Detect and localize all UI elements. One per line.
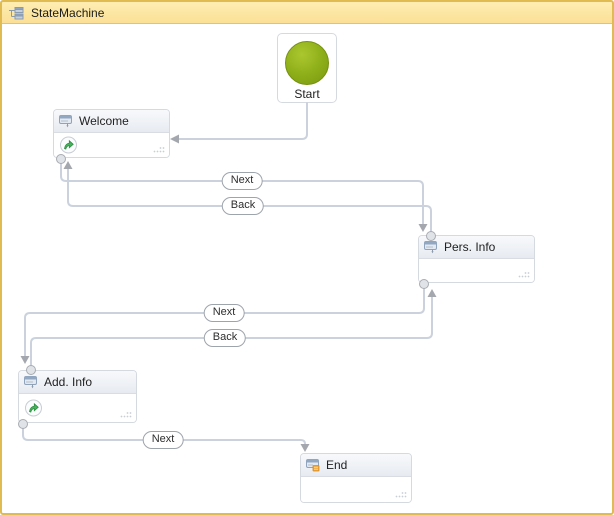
state-welcome[interactable]: Welcome [53,109,170,158]
state-icon [59,115,72,128]
state-add-info-body[interactable] [19,394,136,422]
start-node[interactable]: Start [277,33,337,103]
designer-title: StateMachine [31,5,105,20]
state-icon [424,241,437,254]
resize-grip[interactable] [152,146,165,154]
state-welcome-body[interactable] [54,133,169,157]
state-end[interactable]: End [300,453,412,503]
start-circle-icon [285,41,329,85]
arrowhead-into-end-top [300,444,310,452]
state-add-info[interactable]: Add. Info [18,370,137,423]
titlebar[interactable]: StateMachine [2,2,612,24]
state-pers-info-header[interactable]: Pers. Info [419,236,534,259]
final-state-icon [306,459,320,472]
resize-grip[interactable] [394,491,407,499]
state-add-info-header[interactable]: Add. Info [19,371,136,394]
transition-label-next-add-end[interactable]: Next [142,431,184,449]
state-pers-info[interactable]: Pers. Info [418,235,535,283]
transition-label-next-pers-add[interactable]: Next [203,304,245,322]
state-welcome-header[interactable]: Welcome [54,110,169,133]
resize-grip[interactable] [517,271,530,279]
transition-label-next-welcome-pers[interactable]: Next [221,172,263,190]
wire-start-to-welcome [178,102,308,140]
arrowhead-into-welcome-right [170,134,179,144]
state-pers-info-body[interactable] [419,259,534,282]
state-welcome-title: Welcome [79,114,129,128]
state-add-info-title: Add. Info [44,375,93,389]
entry-action-icon[interactable] [25,399,42,417]
start-label: Start [294,87,320,101]
state-end-header[interactable]: End [301,454,411,477]
resize-grip[interactable] [119,411,132,419]
arrowhead-into-welcome-bottom [63,161,73,169]
state-icon [24,376,37,389]
statemachine-icon [9,6,24,19]
transition-label-back-add-pers[interactable]: Back [203,329,247,347]
state-pers-info-title: Pers. Info [444,240,496,254]
arrowhead-into-pers-bottom [427,289,437,297]
entry-action-icon[interactable] [60,136,77,154]
state-end-title: End [326,458,348,472]
state-end-body[interactable] [301,477,411,502]
transition-label-back-pers-welcome[interactable]: Back [221,197,265,215]
arrowhead-into-add-top [20,356,30,364]
arrowhead-into-pers-top [418,224,428,232]
